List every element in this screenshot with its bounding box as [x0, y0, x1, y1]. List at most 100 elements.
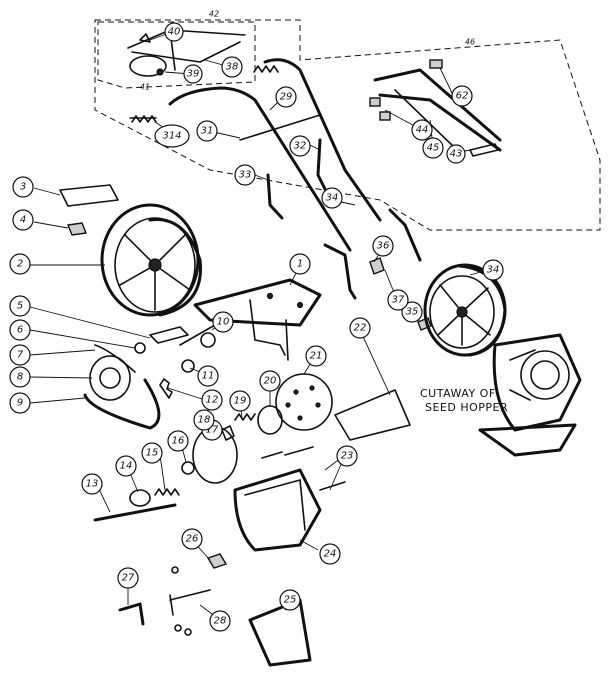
- svg-text:43: 43: [450, 149, 463, 160]
- callout-35: 35: [401, 301, 423, 323]
- callout-45: 45: [422, 137, 444, 159]
- svg-text:24: 24: [324, 549, 337, 560]
- cutaway-caption-line2: SEED HOPPER: [425, 401, 508, 414]
- svg-text:3: 3: [20, 182, 26, 193]
- handle-kit-enclosure: 42 46 41: [94, 10, 601, 231]
- svg-text:45: 45: [427, 143, 440, 154]
- svg-text:33: 33: [239, 170, 252, 181]
- callout-22: 22: [349, 317, 371, 339]
- svg-text:62: 62: [456, 91, 469, 102]
- svg-text:19: 19: [234, 396, 247, 407]
- callout-20: 20: [259, 370, 281, 392]
- svg-text:5: 5: [17, 301, 23, 312]
- kit-label-46: 46: [465, 38, 475, 47]
- svg-text:14: 14: [120, 461, 133, 472]
- svg-text:40: 40: [168, 27, 181, 38]
- callout-31: 31: [196, 120, 218, 142]
- svg-text:22: 22: [354, 323, 367, 334]
- svg-text:12: 12: [206, 395, 219, 406]
- svg-text:4: 4: [20, 215, 26, 226]
- callout-30: 34: [321, 187, 343, 209]
- svg-text:34: 34: [326, 193, 339, 204]
- svg-text:17: 17: [206, 425, 219, 436]
- callout-16: 16: [167, 430, 189, 452]
- svg-text:35: 35: [406, 307, 419, 318]
- svg-text:1: 1: [297, 259, 303, 270]
- left-wheel: [100, 203, 202, 317]
- cutaway-seed-hopper: [478, 333, 582, 457]
- callout-1: 1: [289, 253, 311, 275]
- callout-12: 12: [201, 389, 223, 411]
- svg-text:8: 8: [17, 372, 23, 383]
- svg-text:15: 15: [146, 448, 159, 459]
- callout-37: 37: [387, 289, 409, 311]
- callout-4: 4: [12, 209, 34, 231]
- callouts: 3 4 2 5 6 7 8 9 1 10 11 12 13 14 15 16 1…: [9, 22, 504, 632]
- callout-26: 26: [181, 528, 203, 550]
- svg-text:38: 38: [226, 62, 239, 73]
- svg-text:27: 27: [122, 573, 135, 584]
- callout-43: 43: [446, 144, 466, 164]
- callout-5: 5: [9, 295, 31, 317]
- callout-314: 314: [154, 124, 190, 148]
- callout-33: 33: [234, 164, 256, 186]
- callout-40: 40: [164, 22, 184, 42]
- callout-2: 2: [9, 253, 31, 275]
- handle-bars: [129, 58, 382, 252]
- callout-13: 13: [81, 473, 103, 495]
- cutaway-caption-line1: CUTAWAY OF: [420, 387, 496, 400]
- svg-text:23: 23: [341, 451, 354, 462]
- callout-32: 32: [289, 135, 311, 157]
- svg-text:37: 37: [392, 295, 405, 306]
- callout-25: 25: [279, 589, 301, 611]
- svg-text:28: 28: [214, 616, 227, 627]
- svg-text:2: 2: [17, 259, 23, 270]
- axle-parts: [93, 426, 238, 522]
- callout-19: 19: [229, 390, 251, 412]
- svg-text:31: 31: [201, 126, 214, 137]
- handle-brackets: [266, 138, 432, 331]
- kit-label-41: 41: [140, 83, 150, 92]
- svg-text:39: 39: [187, 69, 200, 80]
- callout-6: 6: [9, 319, 31, 341]
- seed-hopper: [233, 446, 346, 552]
- svg-text:34: 34: [487, 265, 500, 276]
- callout-24: 24: [319, 543, 341, 565]
- callout-39: 39: [183, 64, 203, 84]
- callout-3: 3: [12, 176, 34, 198]
- svg-text:314: 314: [162, 131, 181, 142]
- callout-15: 15: [141, 442, 163, 464]
- svg-text:21: 21: [310, 351, 323, 362]
- callout-36: 36: [372, 235, 394, 257]
- main-frame: [193, 278, 322, 361]
- svg-text:10: 10: [217, 317, 230, 328]
- svg-text:29: 29: [280, 92, 293, 103]
- callout-38: 38: [221, 56, 243, 78]
- svg-text:11: 11: [202, 371, 215, 382]
- svg-text:13: 13: [86, 479, 99, 490]
- seed-plate-parts: [221, 373, 411, 441]
- row-marker-parts: [369, 59, 502, 157]
- callout-11: 11: [197, 365, 219, 387]
- callout-29: 29: [275, 86, 297, 108]
- svg-text:44: 44: [416, 125, 429, 136]
- callout-44: 44: [411, 119, 433, 141]
- svg-text:6: 6: [17, 325, 23, 336]
- furrow-parts: [118, 553, 312, 667]
- callout-21: 21: [305, 345, 327, 367]
- svg-text:26: 26: [186, 534, 199, 545]
- callout-14: 14: [115, 455, 137, 477]
- callout-23: 23: [336, 445, 358, 467]
- svg-text:18: 18: [198, 415, 211, 426]
- svg-text:20: 20: [264, 376, 277, 387]
- svg-text:7: 7: [17, 350, 24, 361]
- kit-label-42: 42: [209, 10, 219, 19]
- callout-8: 8: [9, 366, 31, 388]
- svg-text:25: 25: [284, 595, 297, 606]
- callout-62: 62: [451, 85, 473, 107]
- callout-9: 9: [9, 392, 31, 414]
- callout-10: 10: [212, 311, 234, 333]
- svg-text:16: 16: [172, 436, 185, 447]
- svg-text:36: 36: [377, 241, 390, 252]
